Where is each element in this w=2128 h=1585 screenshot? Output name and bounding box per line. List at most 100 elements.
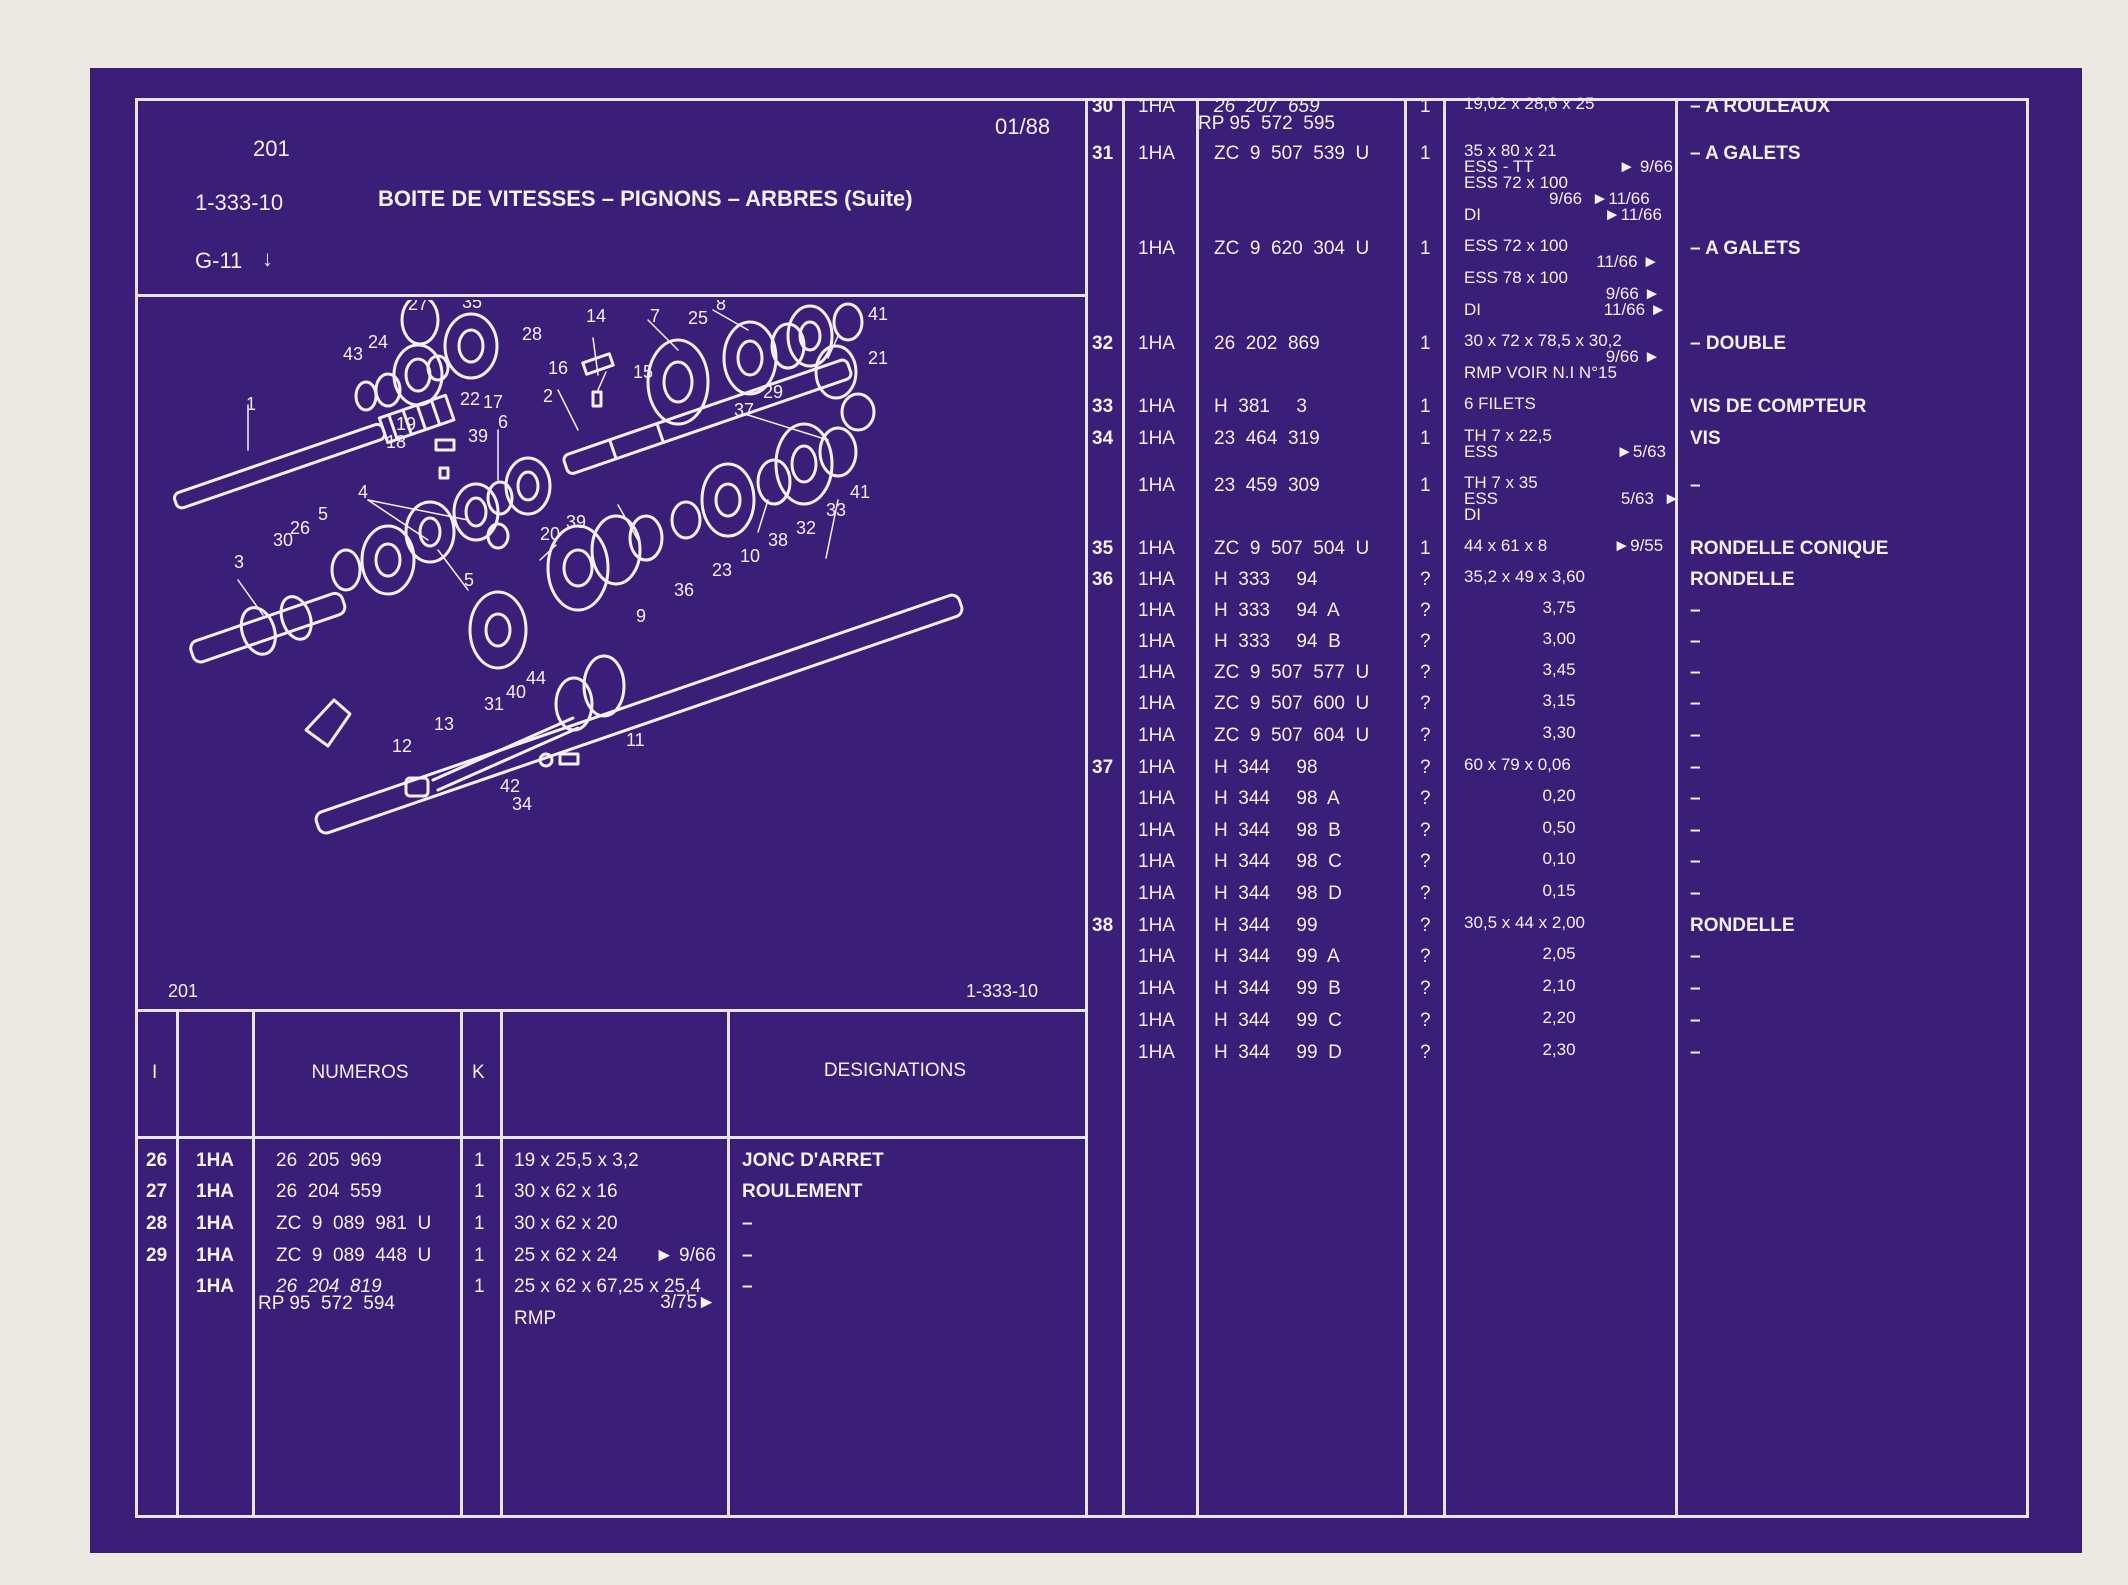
row-designation: – bbox=[1690, 757, 1701, 778]
svg-text:7: 7 bbox=[650, 306, 660, 326]
row-k: 1 bbox=[474, 1150, 485, 1171]
row-spec: 19,02 x 28,6 x 25 bbox=[1464, 94, 1595, 113]
divider bbox=[1196, 98, 1199, 1518]
small-parts bbox=[434, 438, 456, 480]
col-header-i: I bbox=[152, 1062, 158, 1083]
row-designation: – bbox=[1690, 978, 1701, 999]
row-part-number: ZC 9 507 577 U bbox=[1214, 662, 1370, 683]
row-code: 1HA bbox=[1138, 883, 1175, 904]
leader-lines bbox=[237, 309, 839, 616]
row-spec: 60 x 79 x 0,06 bbox=[1464, 755, 1571, 774]
row-part-number: 26 204 559 bbox=[276, 1181, 382, 1202]
svg-text:44: 44 bbox=[526, 668, 546, 688]
row-designation: JONC D'ARRET bbox=[742, 1150, 884, 1171]
svg-text:8: 8 bbox=[716, 300, 726, 314]
row-spec: 3,30 bbox=[1542, 723, 1576, 742]
row-designation: – bbox=[1690, 851, 1701, 872]
row-part-number: H 333 94 bbox=[1214, 569, 1318, 590]
svg-text:12: 12 bbox=[392, 736, 412, 756]
row-code: 1HA bbox=[1138, 1042, 1175, 1063]
row-designation: RONDELLE CONIQUE bbox=[1690, 538, 1889, 559]
divider bbox=[727, 1009, 730, 1518]
row-designation: RONDELLE bbox=[1690, 569, 1795, 590]
row-code: 1HA bbox=[1138, 475, 1175, 496]
row-index: 27 bbox=[146, 1181, 168, 1202]
row-note-extra: RMP bbox=[514, 1308, 557, 1329]
divider bbox=[1122, 98, 1125, 1518]
svg-text:24: 24 bbox=[368, 332, 388, 352]
row-designation: – bbox=[1690, 693, 1701, 714]
svg-text:23: 23 bbox=[712, 560, 732, 580]
pinion bbox=[304, 698, 352, 748]
row-part-number: ZC 9 507 600 U bbox=[1214, 693, 1370, 714]
page-title: BOITE DE VITESSES – PIGNONS – ARBRES (Su… bbox=[378, 186, 913, 211]
svg-text:2: 2 bbox=[543, 386, 553, 406]
svg-text:33: 33 bbox=[826, 500, 846, 520]
row-designation: – bbox=[1690, 820, 1701, 841]
col-header-numeros: NUMEROS bbox=[311, 1062, 409, 1083]
row-code: 1HA bbox=[1138, 820, 1175, 841]
row-index: 33 bbox=[1092, 396, 1114, 417]
row-code: 1HA bbox=[196, 1245, 235, 1266]
row-code: 1HA bbox=[1138, 96, 1175, 117]
row-spec: 0,15 bbox=[1542, 881, 1576, 900]
svg-text:27: 27 bbox=[408, 300, 428, 314]
row-designation: – bbox=[1690, 600, 1701, 621]
row-part-number: 26 202 869 bbox=[1214, 333, 1320, 354]
row-part-number: H 344 99 C bbox=[1214, 1010, 1342, 1031]
divider bbox=[1675, 98, 1678, 1518]
row-k: 1 bbox=[1420, 475, 1431, 496]
row-designation: VIS bbox=[1690, 428, 1721, 449]
row-dimensions: 30 x 62 x 20 bbox=[514, 1213, 618, 1234]
row-index: 31 bbox=[1092, 143, 1114, 164]
svg-text:19: 19 bbox=[396, 414, 416, 434]
reference-number: 1-333-10 bbox=[195, 190, 284, 215]
plate-frame bbox=[135, 98, 2029, 1518]
row-part-number-alt: RP 95 572 594 bbox=[258, 1293, 395, 1314]
row-code: 1HA bbox=[1138, 662, 1175, 683]
row-designation: VIS DE COMPTEUR bbox=[1690, 396, 1867, 417]
svg-text:1: 1 bbox=[246, 394, 256, 414]
countershaft bbox=[314, 593, 964, 835]
row-k: ? bbox=[1420, 1042, 1431, 1063]
row-dimensions: 25 x 62 x 67,25 x 25,4 bbox=[514, 1276, 701, 1297]
row-code: 1HA bbox=[1138, 143, 1175, 164]
row-index: 35 bbox=[1092, 538, 1114, 559]
row-part-number-alt: RP 95 572 595 bbox=[1198, 113, 1335, 134]
row-designation: – bbox=[742, 1276, 753, 1297]
row-code: 1HA bbox=[196, 1150, 235, 1171]
row-code: 1HA bbox=[1138, 600, 1175, 621]
svg-text:37: 37 bbox=[734, 400, 754, 420]
svg-text:32: 32 bbox=[796, 518, 816, 538]
output-shaft bbox=[189, 591, 347, 664]
row-k: 1 bbox=[1420, 143, 1431, 164]
row-k: ? bbox=[1420, 915, 1431, 936]
row-spec: 3,00 bbox=[1542, 629, 1576, 648]
row-k: 1 bbox=[1420, 538, 1431, 559]
svg-text:41: 41 bbox=[868, 304, 888, 324]
row-designation: – bbox=[1690, 883, 1701, 904]
row-code: 1HA bbox=[1138, 978, 1175, 999]
row-code: 1HA bbox=[196, 1181, 235, 1202]
row-code: 1HA bbox=[1138, 396, 1175, 417]
reverse-idler bbox=[404, 654, 626, 798]
row-part-number: 26 204 819 bbox=[276, 1276, 382, 1297]
divider bbox=[135, 1009, 1088, 1012]
svg-text:39: 39 bbox=[468, 426, 488, 446]
row-k: 1 bbox=[1420, 333, 1431, 354]
svg-text:5: 5 bbox=[464, 570, 474, 590]
divider bbox=[135, 1136, 1088, 1139]
row-k: 1 bbox=[474, 1276, 485, 1297]
row-part-number: H 344 99 A bbox=[1214, 946, 1340, 967]
row-code: 1HA bbox=[196, 1276, 235, 1297]
row-part-number: H 344 99 D bbox=[1214, 1042, 1342, 1063]
svg-text:40: 40 bbox=[506, 682, 526, 702]
row-spec: 2,10 bbox=[1542, 976, 1576, 995]
row-part-number: 23 459 309 bbox=[1214, 475, 1320, 496]
divider bbox=[135, 294, 1088, 297]
svg-text:35: 35 bbox=[462, 300, 482, 312]
gear-cluster-top bbox=[581, 302, 864, 426]
row-part-number: H 344 98 bbox=[1214, 757, 1318, 778]
row-part-number: ZC 9 620 304 U bbox=[1214, 238, 1370, 259]
row-designation: – bbox=[742, 1245, 753, 1266]
